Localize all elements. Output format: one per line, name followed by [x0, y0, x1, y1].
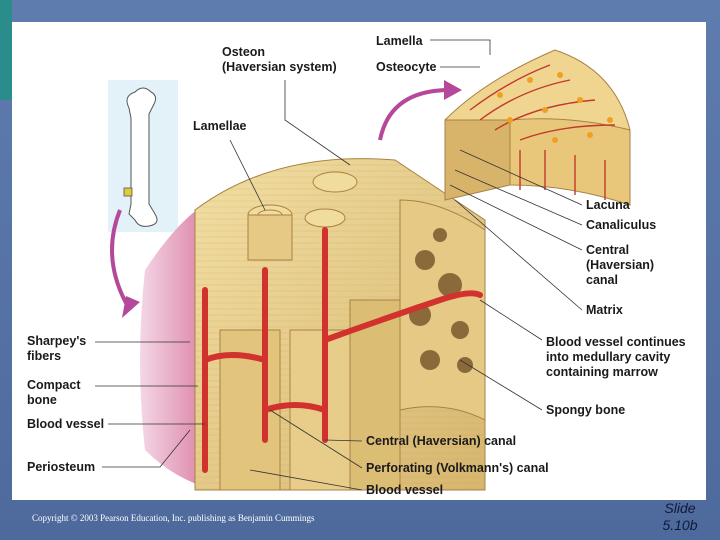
label-central-canal-bottom: Central (Haversian) canal [366, 434, 517, 448]
label-perforating-canal: Perforating (Volkmann's) canal [366, 461, 549, 475]
label-lacuna: Lacuna [586, 198, 630, 212]
leader-lines [95, 39, 583, 491]
label-sharpeys-fibers: Sharpey's fibers [27, 334, 87, 363]
label-blood-vessel-left: Blood vessel [27, 417, 105, 431]
label-compact-bone: Compact bone [27, 378, 81, 407]
label-lamella: Lamella [376, 34, 423, 48]
slide-number: Slide 5.10b [662, 500, 698, 533]
label-spongy-bone: Spongy bone [546, 403, 626, 417]
blood-vessels [202, 227, 483, 473]
spongy-bone-region [399, 199, 486, 421]
label-lamellae: Lamellae [193, 119, 247, 133]
magnification-arrows [110, 80, 462, 318]
long-bone-thumbnail [108, 80, 178, 232]
accent-bar [0, 0, 12, 100]
osteon-enlargement [444, 49, 631, 206]
label-matrix: Matrix [586, 303, 623, 317]
label-osteon: Osteon (Haversian system) [222, 45, 337, 74]
label-blood-vessel-bottom: Blood vessel [366, 483, 444, 497]
label-canaliculus: Canaliculus [586, 218, 657, 232]
label-blood-vessel-continues: Blood vessel continues into medullary ca… [546, 335, 686, 379]
label-osteocyte: Osteocyte [376, 60, 437, 74]
sample-location-marker [123, 187, 133, 197]
label-periosteum: Periosteum [27, 460, 96, 474]
copyright-text: Copyright © 2003 Pearson Education, Inc.… [32, 513, 315, 523]
label-central-canal-right: Central (Haversian) canal [586, 243, 655, 287]
